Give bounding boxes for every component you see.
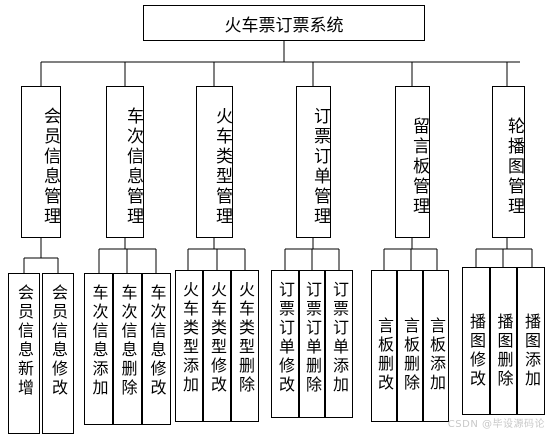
function-label: 订票订单添加 — [330, 281, 349, 395]
function-label: 会员信息修改 — [49, 284, 68, 398]
function-label: 播图添加 — [522, 313, 541, 389]
function-board-modify: 言板删改 — [371, 270, 397, 422]
function-label: 车次信息修改 — [147, 284, 167, 398]
module-label: 轮播图管理 — [504, 117, 524, 217]
function-board-delete: 言板删除 — [397, 270, 423, 422]
module-label: 火车类型管理 — [212, 107, 232, 227]
watermark: CSDN @毕设源码论 — [447, 419, 545, 430]
system-title: 火车票订票系统 — [224, 15, 344, 36]
function-label: 车次信息删除 — [118, 284, 138, 398]
function-member-add: 会员信息新增 — [8, 273, 40, 434]
function-schedule-delete: 车次信息删除 — [113, 273, 142, 425]
function-label: 火车类型删除 — [236, 281, 255, 395]
function-label: 言板删除 — [401, 317, 420, 393]
function-type-delete: 火车类型删除 — [231, 270, 259, 422]
function-order-delete: 订票订单删除 — [299, 270, 325, 418]
function-label: 播图删除 — [494, 313, 514, 389]
function-type-edit: 火车类型修改 — [203, 270, 231, 422]
function-member-edit: 会员信息修改 — [42, 273, 74, 434]
function-board-add: 言板添加 — [423, 270, 449, 422]
function-label: 言板添加 — [427, 317, 446, 393]
module-member-management: 会员信息管理 — [21, 86, 61, 238]
module-label: 留言板管理 — [409, 117, 429, 217]
module-label: 订票订单管理 — [310, 107, 330, 227]
function-schedule-add: 车次信息添加 — [84, 273, 113, 425]
function-order-edit: 订票订单修改 — [271, 270, 299, 418]
function-order-add: 订票订单添加 — [325, 270, 353, 418]
system-title-box: 火车票订票系统 — [143, 5, 425, 41]
function-label: 火车类型修改 — [208, 281, 227, 395]
function-label: 会员信息新增 — [15, 284, 34, 398]
function-label: 言板删改 — [375, 317, 394, 393]
module-carousel-management: 轮播图管理 — [492, 86, 525, 238]
function-carousel-edit: 播图修改 — [462, 267, 490, 415]
module-ticket-order-management: 订票订单管理 — [296, 86, 331, 238]
module-train-type-management: 火车类型管理 — [196, 86, 233, 238]
function-carousel-delete: 播图删除 — [490, 267, 517, 415]
function-label: 订票订单修改 — [276, 281, 295, 395]
module-train-schedule-management: 车次信息管理 — [106, 86, 144, 238]
function-type-add: 火车类型添加 — [175, 270, 203, 422]
function-label: 火车类型添加 — [180, 281, 199, 395]
function-label: 播图修改 — [467, 313, 486, 389]
function-label: 车次信息添加 — [89, 284, 109, 398]
module-label: 车次信息管理 — [123, 107, 143, 227]
module-message-board-management: 留言板管理 — [395, 86, 430, 238]
function-label: 订票订单删除 — [303, 281, 322, 395]
function-schedule-edit: 车次信息修改 — [142, 273, 171, 425]
function-carousel-add: 播图添加 — [517, 267, 545, 415]
module-label: 会员信息管理 — [40, 107, 60, 227]
